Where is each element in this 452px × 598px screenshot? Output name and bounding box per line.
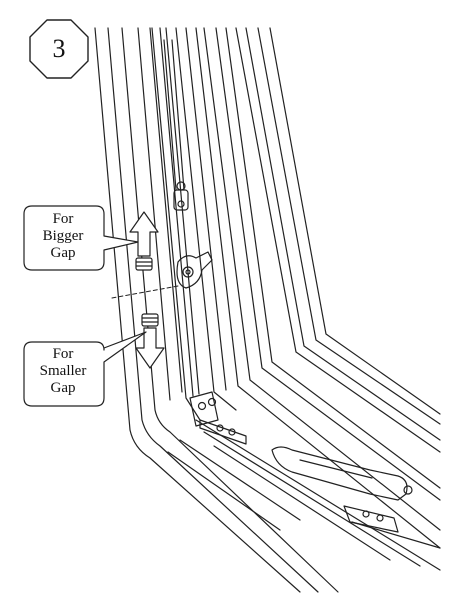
adjustment-cam [176,251,213,289]
step-badge [29,19,89,79]
callout-bigger-line-2: Bigger [42,228,84,244]
sash-handle [271,446,413,501]
gap-reference-line [111,285,179,299]
arrow-up-icon [129,211,159,271]
arrow-down-icon [135,313,165,369]
sash-frame [151,27,441,549]
bottom-rail [167,419,441,571]
callout-smaller-line-1: For [52,346,74,362]
callout-bigger-line-3: Gap [50,245,76,261]
callout-bubble-smaller [23,331,147,407]
lower-hinge-block [343,505,441,549]
step-number: 3 [52,34,66,63]
outer-frame [94,27,339,593]
corner-hinge-block [189,391,247,445]
callout-smaller-line-2: Smaller [39,363,87,379]
callout-bigger-gap-text: For Bigger Gap [24,211,102,262]
callout-bubble-bigger [23,205,139,271]
callout-smaller-line-3: Gap [50,380,76,396]
glass-pane [215,27,441,501]
callout-bigger-line-1: For [52,211,74,227]
callout-smaller-gap-text: For Smaller Gap [24,346,102,397]
hinge-stay-arm [163,39,189,211]
